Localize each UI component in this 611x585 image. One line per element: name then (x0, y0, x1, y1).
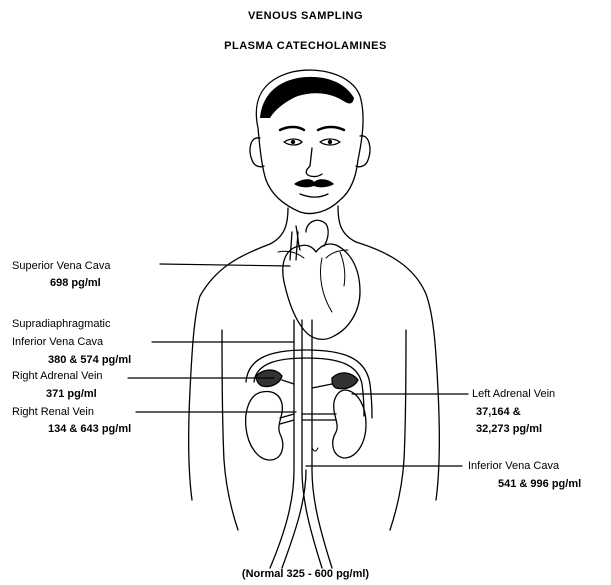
left-waist (224, 460, 238, 530)
label-supradiaphragmatic: Supradiaphragmatic (12, 316, 110, 333)
value-right-renal-vein: 134 & 643 pg/ml (48, 421, 131, 438)
label-inferior-vena-cava: Inferior Vena Cava (468, 458, 559, 475)
value-supradiaphragmatic-ivc: 380 & 574 pg/ml (48, 352, 131, 369)
aorta-left (312, 320, 332, 568)
normal-range-note: (Normal 325 - 600 pg/ml) (0, 566, 611, 583)
left-adrenal (332, 373, 358, 389)
hair (260, 77, 354, 118)
value-left-adrenal-vein-1: 37,164 & (476, 404, 521, 421)
neck-right (338, 206, 356, 242)
moustache (294, 179, 334, 187)
aortic-arch (306, 220, 328, 246)
right-eyebrow (318, 127, 344, 130)
left-eyebrow (280, 127, 304, 130)
left-kidney (333, 390, 366, 458)
neck-left (270, 208, 288, 244)
mouth (300, 194, 328, 197)
nose (306, 148, 322, 177)
value-left-adrenal-vein-2: 32,273 pg/ml (476, 421, 542, 438)
inferior-vena-cava-left (270, 320, 294, 568)
value-inferior-vena-cava: 541 & 996 pg/ml (498, 476, 581, 493)
leader-superior-vena-cava (160, 264, 290, 266)
right-kidney (246, 392, 283, 461)
value-right-adrenal-vein: 371 pg/ml (46, 386, 97, 403)
value-superior-vena-cava: 698 pg/ml (50, 275, 101, 292)
right-waist (390, 460, 404, 530)
right-inner-arm (404, 330, 406, 460)
label-supradiaphragmatic-ivc: Inferior Vena Cava (12, 334, 103, 351)
label-right-adrenal-vein: Right Adrenal Vein (12, 368, 103, 385)
label-right-renal-vein: Right Renal Vein (12, 404, 94, 421)
right-shoulder (356, 242, 439, 500)
superior-vena-cava (290, 232, 292, 260)
label-superior-vena-cava: Superior Vena Cava (12, 258, 110, 275)
label-left-adrenal-vein: Left Adrenal Vein (472, 386, 555, 403)
left-inner-arm (222, 330, 224, 460)
